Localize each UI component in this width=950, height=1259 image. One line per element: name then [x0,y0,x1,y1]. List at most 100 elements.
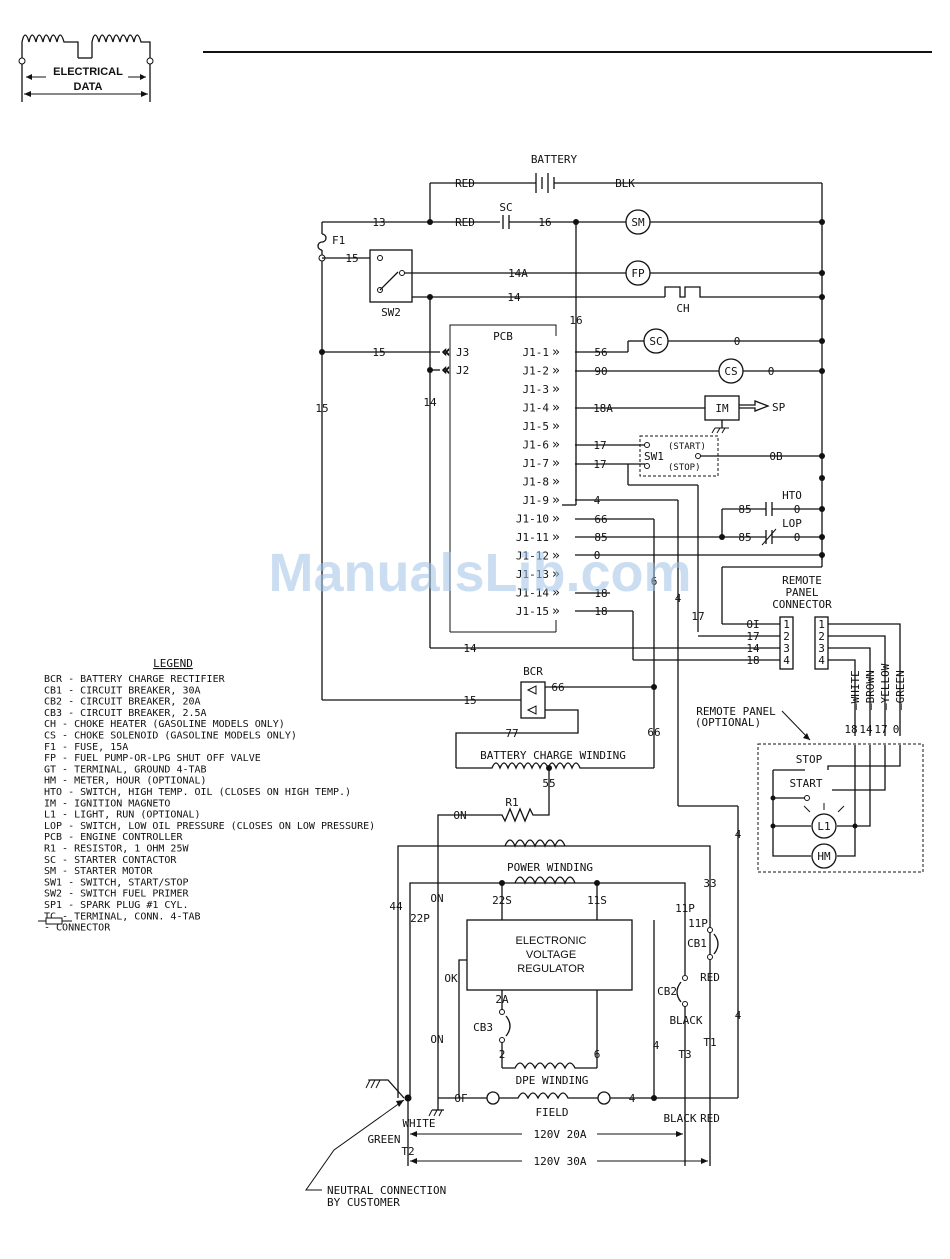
sw1-stop-label: (STOP) [668,463,701,473]
wire-oi: OI [746,618,759,631]
fuel-pump-label: FP [631,267,645,280]
spark-plug-label: SP [772,401,786,414]
power-winding-label: POWER WINDING [507,861,593,874]
lop-label: LOP [782,517,802,530]
neutral-ground: WHITE GREEN T2 BLACK RED [365,1079,720,1166]
ignition-magneto: IM [704,395,740,434]
pcb-j3-label: J3 [456,346,469,359]
pcb-pin-label: J1-6 [523,439,550,452]
pcb-pin-label: J1-4 [523,402,550,415]
legend-item: - CONNECTOR [44,923,111,934]
legend-item: L1 - LIGHT, RUN (OPTIONAL) [44,810,201,821]
remote-wire-color: —WHITE [849,670,862,710]
pcb-pin-connector-icon: » [552,345,560,360]
wire-green: GREEN [367,1133,400,1146]
legend-item: CB1 - CIRCUIT BREAKER, 30A [44,685,201,696]
pcb-pin-connector-icon: » [552,567,560,582]
neutral-note-line2: BY CUSTOMER [327,1196,400,1209]
battery-section: BATTERY RED BLK [429,153,822,222]
hto-label: HTO [782,489,802,502]
wire-11p-left: 11P [675,902,695,915]
watermark: ManualsLib.com [268,543,691,603]
remote-wire-color: —YELLOW [879,663,892,710]
field-label: FIELD [535,1106,568,1119]
fuel-pump: FP [625,260,651,286]
remote-wire-number: 17 [874,723,887,736]
starter-contactor-label: SC [499,201,512,214]
connector-pin-left: 1 [783,618,790,631]
wire-of: OF [454,1092,467,1105]
legend-item: SW1 - SWITCH, START/STOP [44,877,189,888]
legend-item: SC - STARTER CONTACTOR [44,855,177,866]
wire-on-lower: ON [430,1033,443,1046]
wire-14-connector: 14 [463,642,477,655]
svg-text:«: « [442,363,450,378]
dpe-winding-label: DPE WINDING [516,1074,589,1087]
legend-item: SP1 - SPARK PLUG #1 CYL. [44,900,189,911]
fuse-f1: F1 [317,222,345,700]
field-winding: OF FIELD 4 [438,1091,738,1119]
wire-black-t3: BLACK [663,1112,696,1125]
pcb-pin-label: J1-5 [523,420,550,433]
wire-on-upper: ON [430,892,443,905]
pcb-pin-connector-icon: » [552,475,560,490]
connector-pin-right: 1 [818,618,825,631]
wire-4-field-end: 4 [629,1092,636,1105]
connector-pin-right: 2 [818,630,825,643]
remote-wire-number: 0 [893,723,900,736]
wire-15-bcr: 15 [463,694,476,707]
battery-charge-winding: BATTERY CHARGE WINDING [456,749,654,770]
wire-4-lower: 4 [735,828,742,841]
badge-title-line2: DATA [74,81,103,93]
remote-wire-color: —BROWN [864,670,877,710]
pcb-pin-label: J1-1 [523,346,550,359]
wire-85-lop: 85 [738,531,751,544]
wire-16-vertical: 16 [569,314,582,327]
starter-contactor-coil: SC [643,328,669,354]
pcb-pin-connector-icon: » [552,604,560,619]
legend-item: CB3 - CIRCUIT BREAKER, 2.5A [44,708,207,719]
wire-66-j1-10: 66 [594,513,607,526]
sw1-label: SW1 [644,450,664,463]
cb1-label: CB1 [687,937,707,950]
pcb-pin-connector-icon: » [552,438,560,453]
legend-item: PCB - ENGINE CONTROLLER [44,832,183,843]
svg-text:«: « [442,345,450,360]
fuse-f1-label: F1 [332,234,345,247]
remote-panel-title: REMOTE PANEL [696,705,776,718]
wire-66-vertical: 66 [647,726,660,739]
legend-item: R1 - RESISTOR, 1 OHM 25W [44,844,189,855]
legend-item: FP - FUEL PUMP-OR-LPG SHUT OFF VALVE [44,753,261,764]
pcb-label: PCB [493,330,513,343]
starter-motor: SM [625,209,651,235]
pcb-pin-label: J1-15 [516,605,549,618]
wire-16-top: 16 [538,216,551,229]
legend-item: HTO - SWITCH, HIGH TEMP. OIL (CLOSES ON … [44,787,351,798]
wire-55: 55 [542,777,555,790]
choke-solenoid: CS [718,358,744,384]
pcb-pin-label: J1-10 [516,513,549,526]
neutral-note-line1: NEUTRAL CONNECTION [327,1184,446,1197]
neutral-note: NEUTRAL CONNECTION BY CUSTOMER [305,1099,446,1209]
wire-on-r1: ON [453,809,466,822]
wire-2a: 2A [495,993,509,1006]
pcb-pin-label: J1-13 [516,568,549,581]
wire-15-j3: 15 [372,346,385,359]
wire-33: 33 [703,877,716,890]
connector-title-2: PANEL [785,586,818,599]
wire-red-battery: RED [455,177,475,190]
run-light-label: L1 [817,820,830,833]
wire-14-connector-pin: 14 [746,642,760,655]
pcb-engine-controller: PCB J3 J2 « « J1-1»J1-2»J1-3»J1-4»J1-5»J… [442,324,560,633]
wire-0-lop: 0 [794,531,801,544]
wire-15-vertical: 15 [315,402,328,415]
wire-15-sw2: 15 [345,252,358,265]
cb3-label: CB3 [473,1021,493,1034]
wire-13: 13 [372,216,385,229]
wire-85-hto: 85 [738,503,751,516]
power-winding: POWER WINDING [504,839,593,874]
wire-0-cs: 0 [768,365,775,378]
evr-label-1: ELECTRONIC [516,935,587,947]
wire-14a: 14A [508,267,528,280]
